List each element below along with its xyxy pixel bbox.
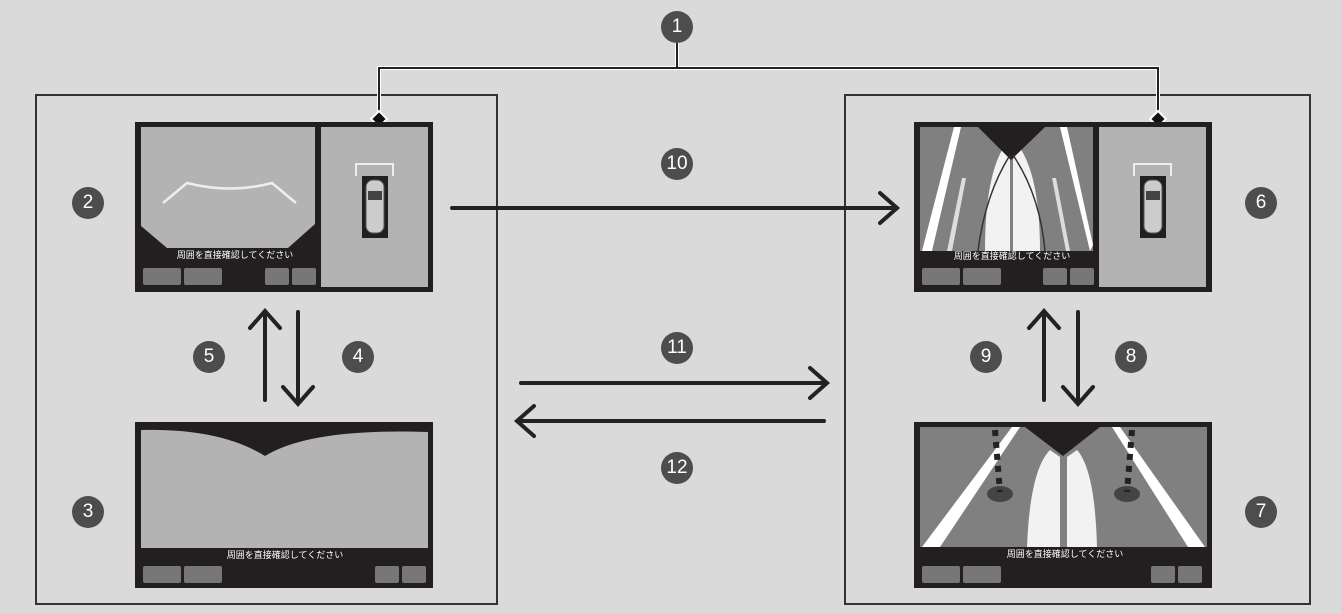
screen-bottom-left [135,422,433,588]
front-sensor-button[interactable] [143,566,181,583]
arrow-12 [513,404,826,438]
arrow-8 [1061,310,1095,408]
transition-arrows [248,191,1095,438]
callout-1-bracket-line [378,43,1159,118]
brightness-button[interactable] [292,268,316,285]
callout-7: 7 [1245,496,1277,528]
arrow-5 [248,307,282,402]
screen-message: 周囲を直接確認してください [1006,550,1124,560]
screen-top-right [914,122,1212,292]
screen-message: 周囲を直接確認してください [176,251,294,261]
side-sensor-button[interactable] [184,268,222,285]
side-sensor-button[interactable] [963,268,1001,285]
side-sensor-button[interactable] [184,566,222,583]
brightness-button[interactable] [1178,566,1202,583]
arrow-10 [450,191,901,225]
front-sensor-button[interactable] [143,268,181,285]
callout-9: 9 [970,341,1002,373]
front-sensor-button[interactable] [922,268,960,285]
callout-6: 6 [1245,187,1277,219]
screen-message: 周囲を直接確認してください [226,551,344,561]
callout-1-bracket [377,43,1160,118]
left-group-box [35,94,498,605]
exit-button[interactable] [375,566,399,583]
callout-4: 4 [342,341,374,373]
car-icon [1143,179,1163,234]
callout-11: 11 [661,332,693,364]
side-sensor-button[interactable] [963,566,1001,583]
callout-8: 8 [1115,341,1147,373]
callout-5: 5 [193,341,225,373]
exit-button[interactable] [1151,566,1175,583]
brightness-button[interactable] [402,566,426,583]
right-group-box [844,94,1311,605]
screen-top-left [135,122,433,292]
exit-button[interactable] [1043,268,1067,285]
callout-2: 2 [72,187,104,219]
screen-message: 周囲を直接確認してください [953,252,1071,262]
arrow-4 [281,310,315,408]
screen-bottom-right [914,422,1212,588]
callout-12: 12 [661,452,693,484]
brightness-button[interactable] [1070,268,1094,285]
callout-10: 10 [661,148,693,180]
front-sensor-button[interactable] [922,566,960,583]
car-icon [365,179,385,234]
callout-3: 3 [72,496,104,528]
guide-line [162,181,297,204]
wide-camera-view [141,429,428,548]
exit-button[interactable] [265,268,289,285]
arrow-9 [1027,307,1061,402]
callout-1: 1 [661,11,693,43]
arrow-11 [519,366,831,400]
